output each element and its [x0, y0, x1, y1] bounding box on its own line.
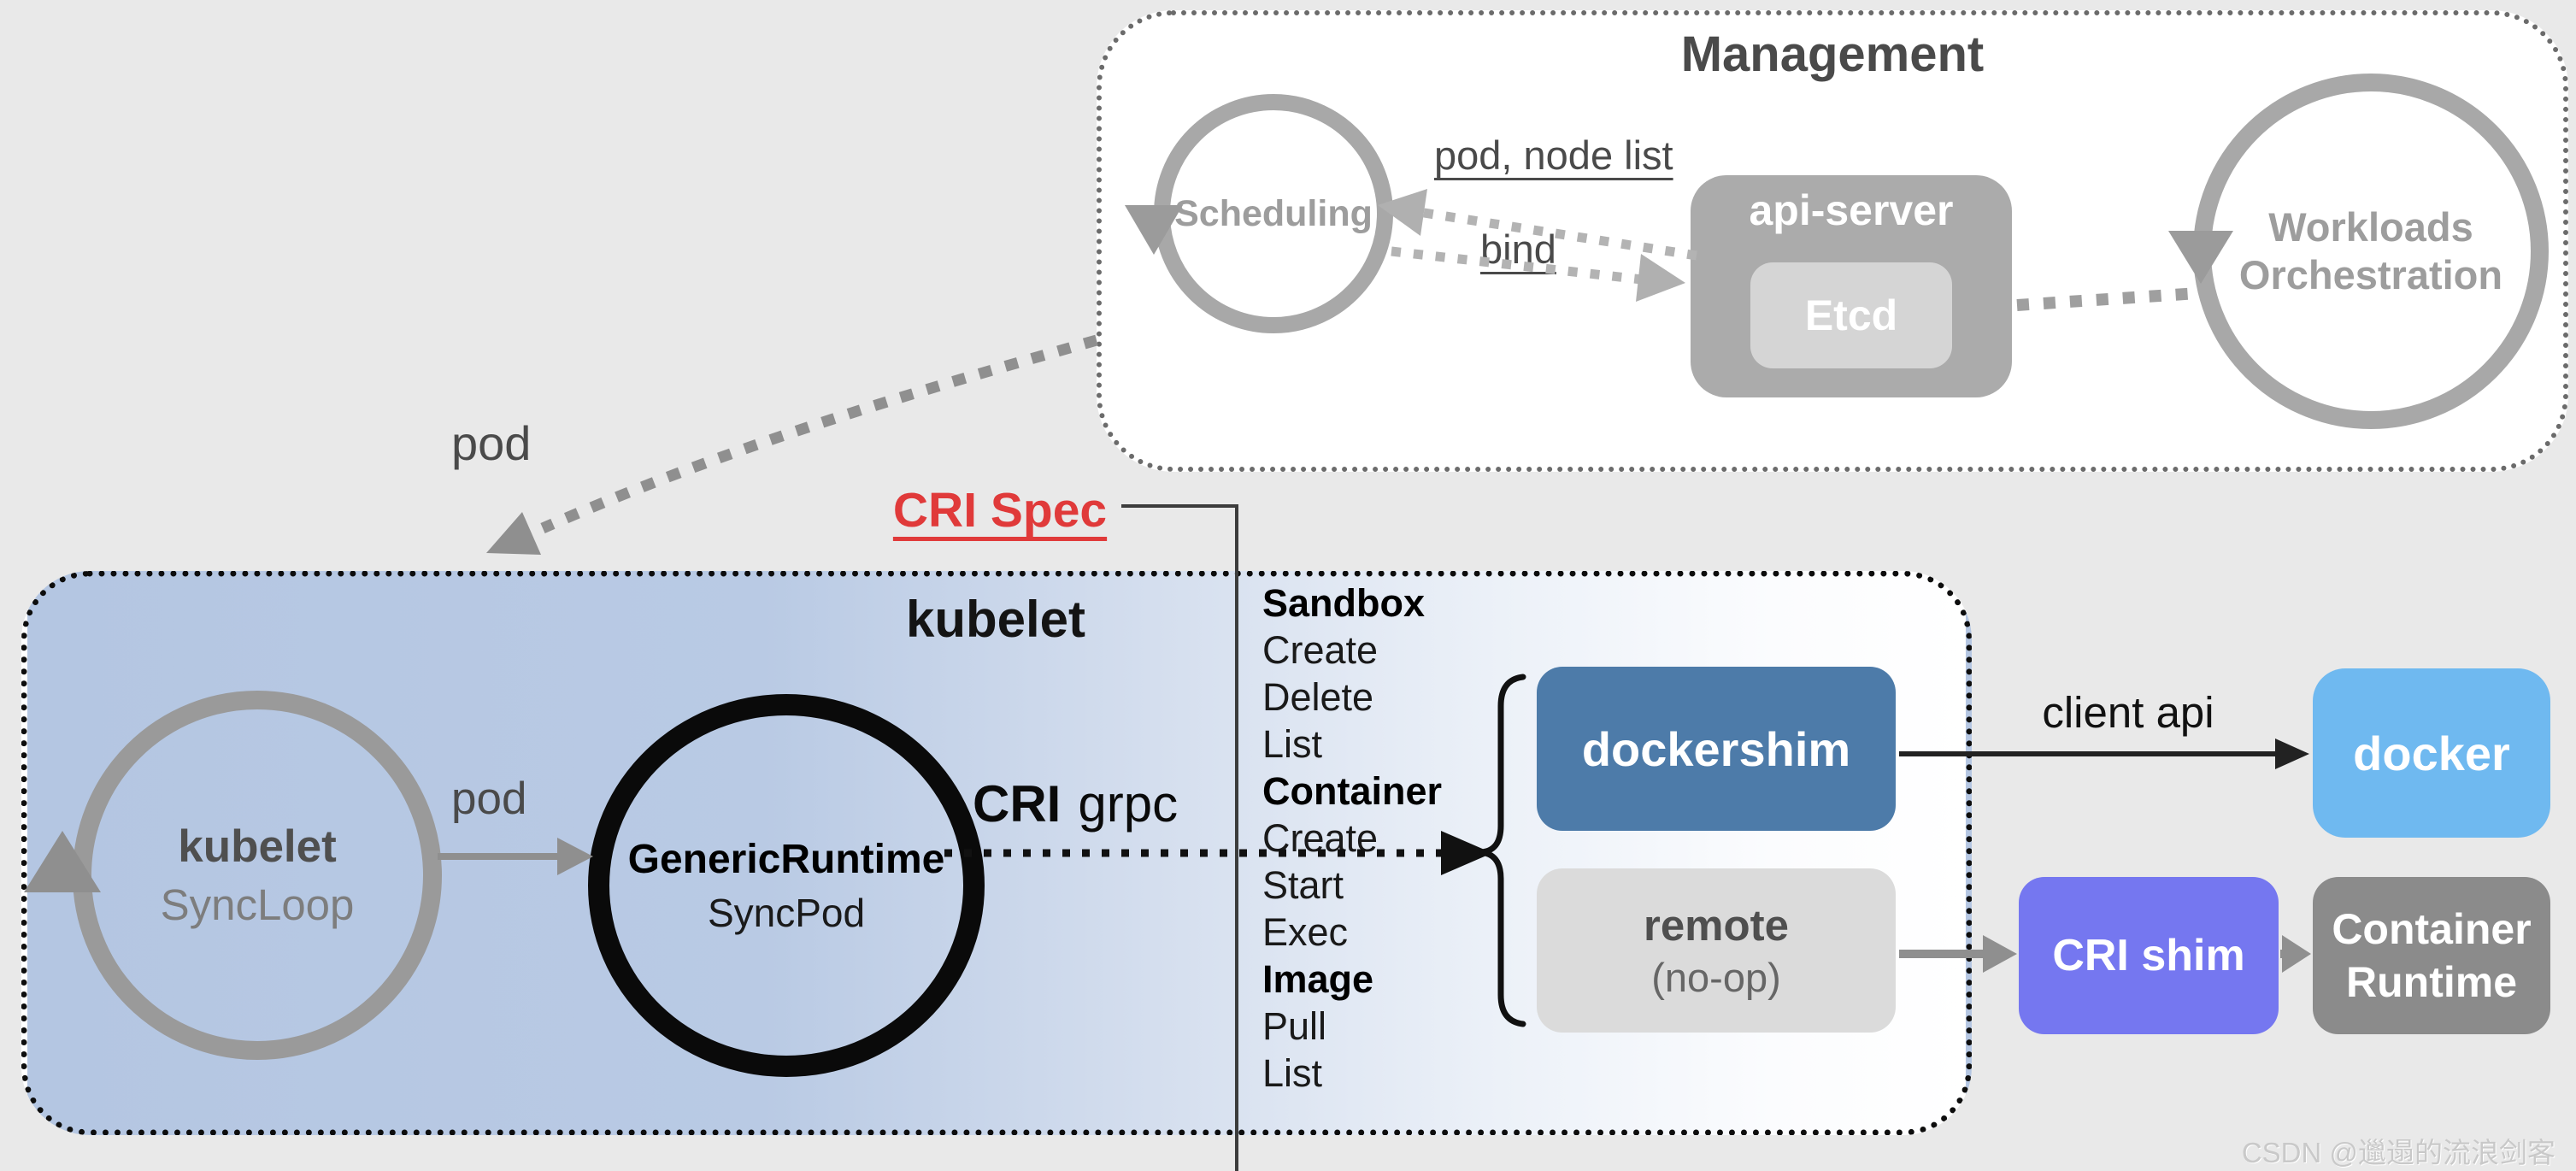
- dockershim-label: dockershim: [1581, 721, 1851, 776]
- remote-label-line1: remote: [1643, 901, 1790, 950]
- etcd-box: Etcd: [1750, 262, 1952, 368]
- generic-runtime-circle: GenericRuntime SyncPod: [588, 694, 985, 1077]
- remote-label-line2: (no-op): [1651, 955, 1781, 1000]
- cri-list-item: Pull: [1262, 1004, 1327, 1048]
- cri-list-item: Container: [1262, 769, 1443, 813]
- cri-list-item: Create: [1262, 628, 1379, 672]
- workloads-label-line1: Workloads: [2268, 203, 2473, 250]
- pod-curve-arrowhead-icon: [486, 512, 541, 555]
- client-api-arrow-label: client api: [2042, 688, 2214, 737]
- kubelet-title: kubelet: [905, 591, 1086, 648]
- cri-grpc-label: CRI grpc: [973, 774, 1178, 833]
- generic-runtime-label-line1: GenericRuntime: [627, 836, 945, 882]
- cri-list-item: Start: [1262, 863, 1344, 907]
- pod-curve-arrow-label: pod: [451, 416, 532, 470]
- watermark-text: CSDN @邋遢的流浪剑客: [2241, 1137, 2555, 1168]
- api-server-label: api-server: [1749, 186, 1954, 234]
- syncloop-label-line2: SyncLoop: [160, 880, 355, 929]
- scheduling-loop-circle: Scheduling: [1154, 94, 1393, 333]
- cri-grpc-label-bold: CRI: [973, 775, 1062, 833]
- cri-shim-box: CRI shim: [2019, 877, 2279, 1034]
- generic-runtime-label-line2: SyncPod: [707, 890, 866, 935]
- container-runtime-label-line2: Runtime: [2346, 958, 2517, 1006]
- workloads-orchestration-loop-circle: Workloads Orchestration: [2193, 74, 2549, 429]
- syncloop-label-line1: kubelet: [178, 821, 337, 872]
- cri-list-item: Sandbox: [1262, 581, 1426, 625]
- scheduling-label: Scheduling: [1174, 192, 1373, 234]
- api-server-box: api-server Etcd: [1691, 175, 2012, 397]
- management-title: Management: [1680, 26, 1985, 82]
- workloads-label-line2: Orchestration: [2238, 252, 2503, 297]
- container-runtime-box: Container Runtime: [2313, 877, 2550, 1034]
- crishim-to-runtime-arrowhead-icon: [2282, 935, 2311, 973]
- client-api-arrowhead-icon: [2275, 738, 2309, 769]
- cri-shim-label: CRI shim: [2052, 931, 2245, 980]
- kubelet-syncloop-circle: kubelet SyncLoop: [73, 691, 442, 1060]
- cri-api-method-list: Sandbox Create Delete List Container Cre…: [1262, 580, 1442, 1097]
- container-runtime-label-line1: Container: [2332, 904, 2532, 953]
- etcd-label: Etcd: [1804, 291, 1898, 339]
- cri-spec-label: CRI Spec: [892, 483, 1108, 538]
- docker-label: docker: [2353, 726, 2510, 780]
- cri-list-item: Image: [1262, 957, 1374, 1001]
- docker-box: docker: [2313, 668, 2550, 838]
- dockershim-box: dockershim: [1537, 667, 1896, 831]
- cri-list-item: Exec: [1262, 910, 1349, 954]
- pod-node-list-arrow-label: pod, node list: [1434, 132, 1673, 178]
- cri-list-item: List: [1262, 722, 1323, 766]
- bind-arrow-label: bind: [1480, 227, 1556, 272]
- remote-to-crishim-arrowhead-icon: [1983, 935, 2017, 973]
- cri-list-item: Create: [1262, 816, 1379, 860]
- cri-grpc-label-rest: grpc: [1078, 775, 1179, 833]
- remote-box: remote (no-op): [1537, 868, 1896, 1033]
- cri-list-item: Delete: [1262, 675, 1374, 719]
- cri-list-item: List: [1262, 1051, 1323, 1095]
- pod-arrow-label: pod: [451, 774, 527, 824]
